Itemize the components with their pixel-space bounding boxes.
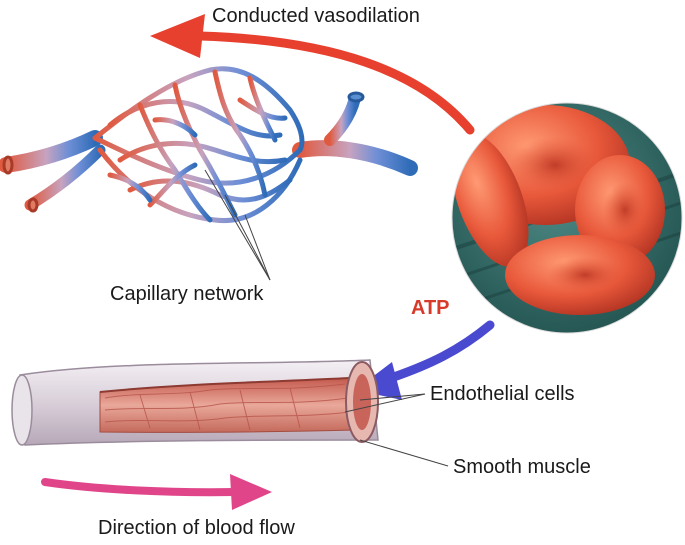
blood-vessel bbox=[11, 359, 379, 446]
endothelial-cells-label: Endothelial cells bbox=[430, 383, 575, 405]
capillary-network bbox=[0, 66, 418, 224]
red-blood-cells-photo bbox=[451, 102, 683, 334]
blood-flow-label: Direction of blood flow bbox=[98, 517, 295, 539]
blood-flow-arrow bbox=[41, 474, 272, 510]
vasodilation-arrow bbox=[150, 14, 475, 135]
atp-label: ATP bbox=[411, 297, 450, 319]
capillary-pointer-lines bbox=[204, 169, 271, 281]
smooth-muscle-label: Smooth muscle bbox=[453, 456, 591, 478]
capillary-network-label: Capillary network bbox=[110, 283, 264, 305]
vessel-pointer-lines bbox=[344, 393, 449, 467]
conducted-vasodilation-label: Conducted vasodilation bbox=[212, 5, 420, 27]
